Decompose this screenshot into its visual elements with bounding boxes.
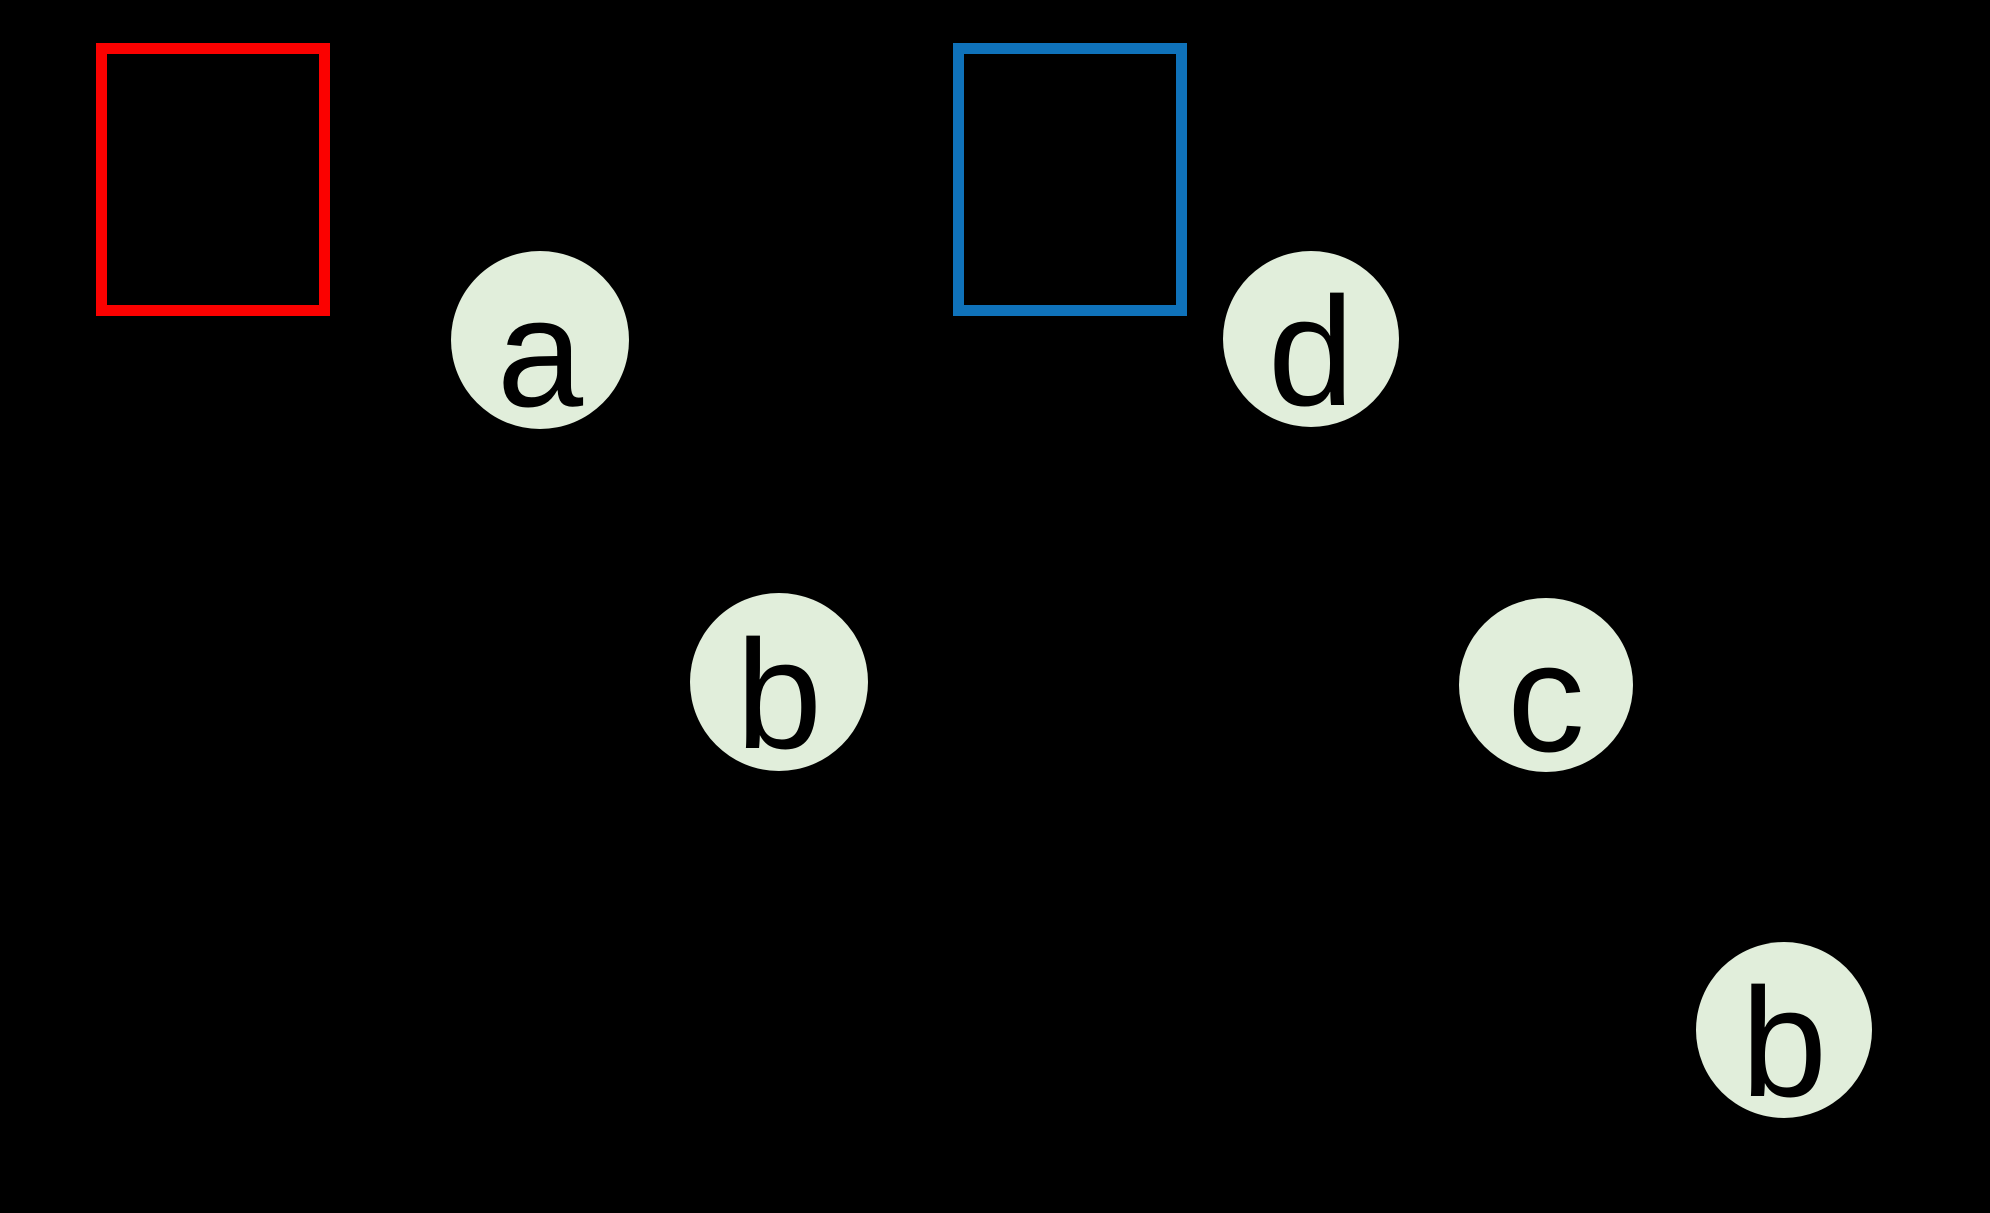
- red-square: [96, 43, 330, 316]
- node-b-left-label: b: [735, 607, 823, 781]
- blue-square: [953, 43, 1187, 316]
- node-d-label: d: [1267, 264, 1355, 438]
- node-a: a: [451, 251, 629, 439]
- node-b-right-label: b: [1740, 955, 1828, 1129]
- node-b-left: b: [690, 593, 868, 781]
- node-c: c: [1459, 598, 1633, 784]
- node-c-label: c: [1507, 610, 1585, 784]
- node-d: d: [1223, 251, 1399, 438]
- node-a-label: a: [496, 265, 584, 439]
- node-b-right: b: [1696, 942, 1872, 1129]
